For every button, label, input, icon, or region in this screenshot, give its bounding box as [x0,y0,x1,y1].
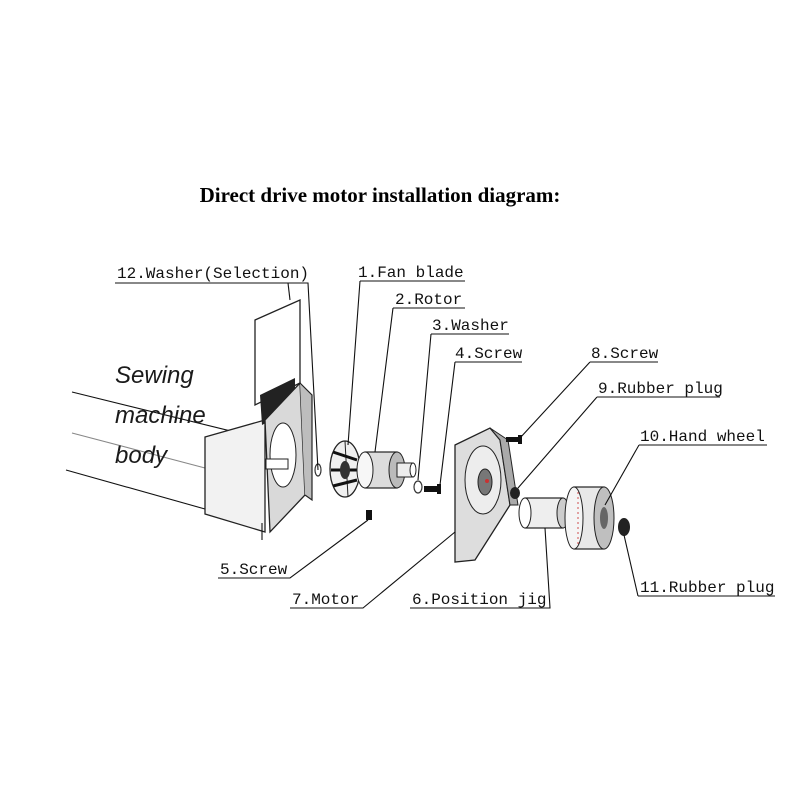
washer-3-part [413,480,423,494]
callout-washer-selection: 12.Washer(Selection) [117,265,309,283]
screw-4-part [424,484,441,494]
rubber-plug-9-part [510,487,520,499]
callout-screw-4: 4.Screw [455,345,523,363]
callout-motor: 7.Motor [292,591,359,609]
screw-5-part [366,510,372,520]
callout-rubber-plug-9: 9.Rubber plug [598,380,723,398]
screw-8-part [506,435,522,444]
fan-blade-part [329,440,361,498]
callout-rotor: 2.Rotor [395,291,462,309]
body-label-line: machine [115,402,206,429]
sewing-machine-body [65,298,313,540]
body-label-line: Sewing [115,362,194,389]
motor-part [454,427,519,563]
body-label-line: body [115,442,168,469]
leader-lines [115,280,775,609]
callout-washer: 3.Washer [432,317,509,335]
callout-rubber-plug-11: 11.Rubber plug [640,579,774,597]
callout-hand-wheel: 10.Hand wheel [640,428,765,446]
rotor-part [356,451,417,489]
callout-position-jig: 6.Position jig [412,591,546,609]
position-jig-part [518,497,570,529]
callout-fan-blade: 1.Fan blade [358,264,464,282]
rubber-plug-11-part [618,518,630,536]
diagram-title: Direct drive motor installation diagram: [199,183,561,207]
callout-screw-8: 8.Screw [591,345,659,363]
hand-wheel-part [564,486,615,550]
sewing-machine-body-label: Sewing machine body [115,356,235,476]
callout-screw-5: 5.Screw [220,561,288,579]
